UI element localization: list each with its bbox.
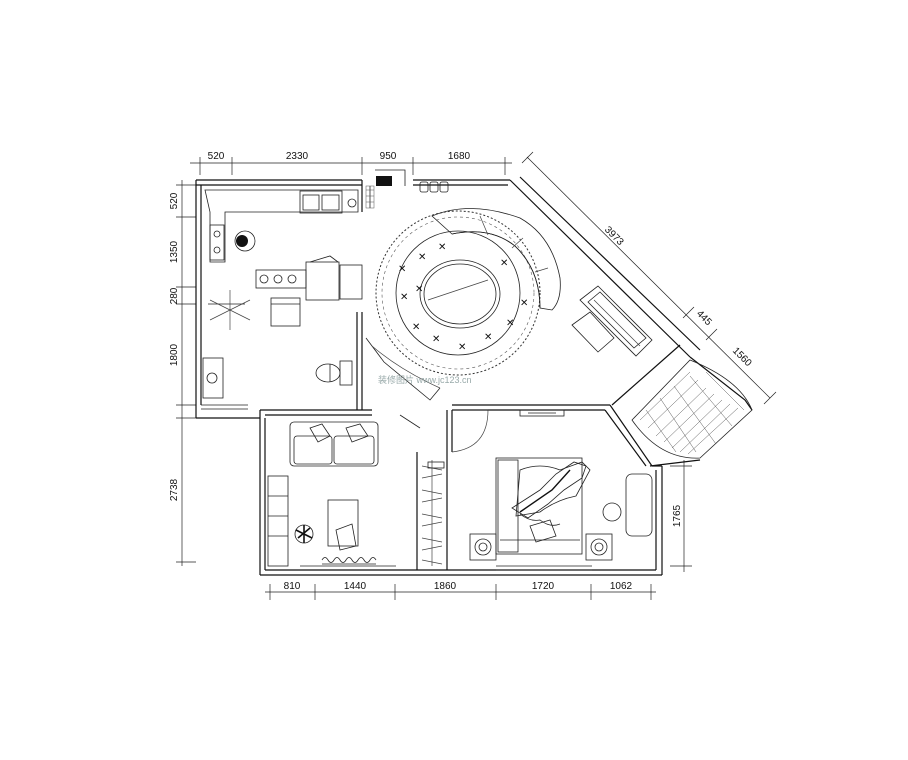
- bedroom-vanity: [625, 473, 653, 537]
- wardrobe: [421, 460, 445, 566]
- study-bookshelf: [267, 475, 289, 567]
- svg-text:✕: ✕: [400, 292, 408, 303]
- bay-window: [631, 359, 753, 459]
- watermark: 装修图片 www.jc123.cn: [378, 374, 472, 385]
- dim-left-4: 1800: [169, 343, 180, 366]
- study-sofa: [289, 421, 379, 467]
- dim-bottom-2: 1440: [344, 581, 367, 592]
- left-dimension-line: [176, 180, 196, 566]
- nightstand-right: [585, 533, 613, 561]
- svg-text:✕: ✕: [398, 264, 406, 275]
- entrance-stools: [419, 181, 449, 193]
- nightstand-left: [469, 533, 497, 561]
- bathroom-door: [201, 404, 248, 410]
- svg-text:✕: ✕: [415, 284, 423, 295]
- dim-left-5: 2738: [169, 478, 180, 501]
- kitchen-door: [208, 290, 251, 330]
- dim-top-4: 1680: [448, 151, 471, 162]
- svg-text:✕: ✕: [506, 318, 514, 329]
- dim-diagonal-1: 3973: [602, 224, 626, 248]
- dim-top-3: 950: [380, 151, 397, 162]
- svg-text:✕: ✕: [520, 298, 528, 309]
- globe-icon: [294, 524, 314, 544]
- bedroom-chair: [602, 502, 622, 522]
- living-room-doors: [365, 337, 489, 453]
- curved-sofa: [431, 208, 561, 311]
- svg-text:✕: ✕: [500, 258, 508, 269]
- exterior-walls: [195, 176, 753, 576]
- kitchen-chair: [234, 230, 256, 252]
- dim-bottom-5: 1062: [610, 581, 633, 592]
- svg-text:✕: ✕: [438, 242, 446, 253]
- entrance-door: [365, 169, 406, 209]
- dim-bottom-1: 810: [284, 581, 301, 592]
- study-radiator: [321, 557, 377, 565]
- dim-bottom-4: 1720: [532, 581, 555, 592]
- svg-text:✕: ✕: [458, 342, 466, 353]
- round-rug: [375, 210, 541, 376]
- interior-walls: [260, 180, 701, 570]
- refrigerator: [305, 255, 363, 301]
- dim-right-1: 1765: [672, 504, 683, 527]
- washing-machine: [270, 297, 301, 327]
- bed: [495, 457, 591, 555]
- diagonal-dimension-line: [521, 151, 777, 405]
- dim-diagonal-3: 1560: [730, 345, 754, 369]
- svg-text:✕: ✕: [418, 252, 426, 263]
- kitchen-counter: [204, 189, 359, 289]
- right-dimension-line: [670, 460, 692, 572]
- dim-top-1: 520: [208, 151, 225, 162]
- dim-left-1: 520: [169, 192, 180, 209]
- dim-top-2: 2330: [286, 151, 309, 162]
- study-desk: [327, 499, 359, 551]
- svg-text:✕: ✕: [432, 334, 440, 345]
- sink: [202, 357, 224, 399]
- toilet: [315, 360, 353, 386]
- piano: [571, 285, 653, 357]
- top-dimension-line: [190, 157, 512, 175]
- rug-star-pattern: ✕ ✕ ✕ ✕ ✕ ✕ ✕ ✕ ✕ ✕ ✕ ✕: [398, 242, 528, 353]
- dim-bottom-3: 1860: [434, 581, 457, 592]
- svg-text:✕: ✕: [484, 332, 492, 343]
- bottom-dimension-line: [265, 584, 656, 600]
- dim-left-2: 1350: [169, 240, 180, 263]
- bedroom-window: [496, 565, 592, 571]
- round-coffee-table: [419, 259, 501, 329]
- dim-left-3: 280: [169, 287, 180, 304]
- svg-text:✕: ✕: [412, 322, 420, 333]
- tv-cabinet: [519, 409, 565, 417]
